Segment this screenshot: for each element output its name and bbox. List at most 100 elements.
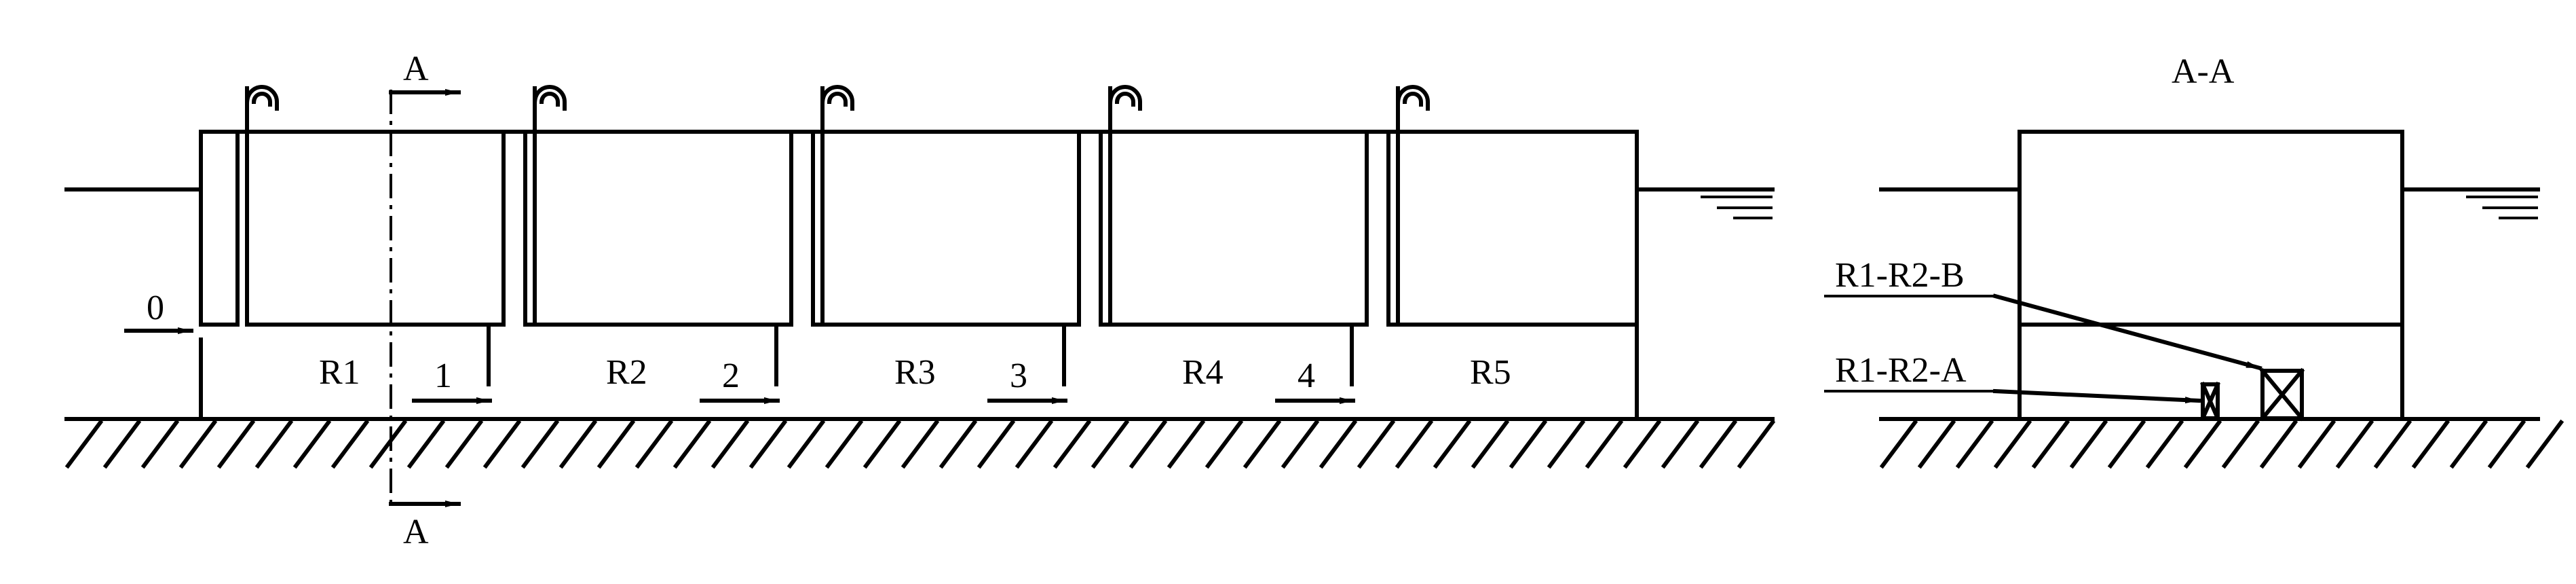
flow-label-4: 4 <box>1298 357 1315 395</box>
ground-hatch <box>1879 419 2564 469</box>
inlet-flow-label: 0 <box>147 289 164 327</box>
hatch-stroke <box>2145 419 2184 469</box>
sensor-label-a: R1-R2-A <box>1835 351 1967 390</box>
hatch-stroke <box>1129 419 1168 469</box>
hatch-stroke <box>1879 419 1918 469</box>
hatch-stroke <box>2297 419 2336 469</box>
hatch-stroke <box>2449 419 2488 469</box>
hatch-stroke <box>1091 419 1130 469</box>
hatch-stroke <box>1243 419 1282 469</box>
hatch-stroke <box>787 419 826 469</box>
siphon-hook <box>1107 85 1142 111</box>
section-ground <box>1879 417 2564 469</box>
flow-label-1: 1 <box>434 357 452 395</box>
hatch-stroke <box>330 419 370 469</box>
siphon-hook <box>1114 92 1135 107</box>
reactor-label-r4: R4 <box>1182 353 1224 392</box>
water-level-symbol <box>1701 196 1773 219</box>
hatch-stroke <box>1993 419 2032 469</box>
sensor-a <box>2200 382 2220 421</box>
section-cut-line: A A <box>389 50 461 551</box>
hatch-stroke <box>977 419 1016 469</box>
flow-label-2: 2 <box>722 357 740 395</box>
hatch-stroke <box>1319 419 1358 469</box>
hatch-stroke <box>2525 419 2564 469</box>
hatch-stroke <box>939 419 978 469</box>
hatch-stroke <box>2335 419 2374 469</box>
cross-section-view: A-A R1 <box>1824 52 2564 469</box>
hatch-stroke <box>482 419 522 469</box>
hatch-stroke <box>2221 419 2260 469</box>
hatch-stroke <box>1955 419 1994 469</box>
ground <box>64 417 1776 469</box>
hatch-stroke <box>102 419 142 469</box>
section-water-level-symbol <box>2466 196 2538 219</box>
hatch-stroke <box>2031 419 2070 469</box>
longitudinal-view: R1 R2 R3 R4 R5 0 1 2 3 4 A A <box>64 50 1776 551</box>
baffles <box>244 85 1639 386</box>
reactor-label-r3: R3 <box>894 353 936 392</box>
hatch-stroke <box>1053 419 1092 469</box>
hatch-stroke <box>178 419 218 469</box>
siphon-hook <box>820 85 854 111</box>
hatch-stroke <box>1471 419 1510 469</box>
hatch-stroke <box>292 419 332 469</box>
hatch-stroke <box>711 419 750 469</box>
siphon-hook <box>532 85 567 111</box>
hatch-stroke <box>1623 419 1662 469</box>
siphon-hook <box>244 85 279 111</box>
hatch-stroke <box>2069 419 2108 469</box>
hatch-stroke <box>2259 419 2298 469</box>
hatch-stroke <box>1205 419 1244 469</box>
sensor-b <box>2259 367 2305 422</box>
siphon-hook <box>1395 85 1430 111</box>
hatch-stroke <box>520 419 560 469</box>
sensor-leaders <box>1824 293 2262 404</box>
hatch-stroke <box>1509 419 1548 469</box>
reactor-labels: R1 R2 R3 R4 R5 <box>319 353 1511 392</box>
reactor-label-r1: R1 <box>319 353 360 392</box>
flow-arrows: 0 1 2 3 4 <box>124 289 1355 404</box>
section-tank-outline <box>2018 130 2404 421</box>
hatch-stroke <box>1585 419 1624 469</box>
siphon-hook <box>251 92 272 107</box>
hatch-stroke <box>825 419 864 469</box>
flow-label-3: 3 <box>1010 357 1027 395</box>
hatch-stroke <box>2411 419 2450 469</box>
ground-hatch <box>64 419 1776 469</box>
section-label-bottom: A <box>403 513 429 551</box>
hatch-stroke <box>406 419 446 469</box>
hatch-stroke <box>1699 419 1738 469</box>
reactor-label-r2: R2 <box>606 353 647 392</box>
hatch-stroke <box>863 419 902 469</box>
hatch-stroke <box>2183 419 2222 469</box>
hatch-stroke <box>749 419 788 469</box>
hatch-stroke <box>2107 419 2146 469</box>
hatch-stroke <box>1281 419 1320 469</box>
section-label-top: A <box>403 50 429 88</box>
hatch-stroke <box>673 419 712 469</box>
hatch-stroke <box>634 419 674 469</box>
hatch-stroke <box>1167 419 1206 469</box>
hatch-stroke <box>1547 419 1586 469</box>
hatch-stroke <box>140 419 180 469</box>
siphon-hook <box>1402 92 1423 107</box>
hatch-stroke <box>1433 419 1472 469</box>
hatch-stroke <box>901 419 940 469</box>
hatch-stroke <box>444 419 484 469</box>
hatch-stroke <box>596 419 636 469</box>
hatch-stroke <box>1737 419 1776 469</box>
hatch-stroke <box>254 419 294 469</box>
inlet-channel <box>199 130 240 421</box>
hatch-stroke <box>1917 419 1956 469</box>
siphon-hook <box>539 92 560 107</box>
hatch-stroke <box>1357 419 1396 469</box>
hatch-stroke <box>2373 419 2412 469</box>
hatch-stroke <box>1015 419 1054 469</box>
hatch-stroke <box>368 419 408 469</box>
hatch-stroke <box>64 419 104 469</box>
hatch-stroke <box>2487 419 2526 469</box>
reactor-label-r5: R5 <box>1470 353 1511 392</box>
section-title: A-A <box>2172 52 2235 91</box>
